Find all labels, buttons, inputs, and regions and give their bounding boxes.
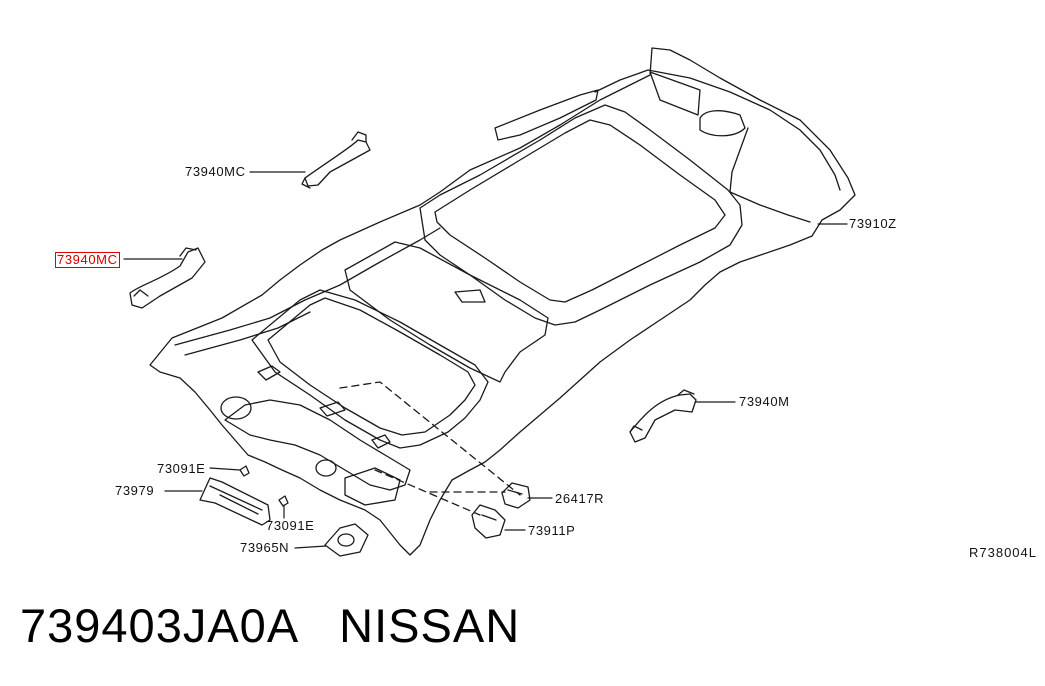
callout-26417r[interactable]: 26417R	[555, 491, 605, 506]
callout-73940mc-top[interactable]: 73940MC	[185, 164, 246, 179]
rear-pocket	[649, 71, 701, 116]
rear-clip-pocket	[699, 110, 746, 137]
side-rail-right	[494, 89, 599, 141]
diagram-reference-code: R738004L	[969, 545, 1037, 560]
sunroof-front-glass	[267, 297, 476, 436]
sunroof-rear-glass	[434, 119, 726, 303]
headlining-diagram	[123, 47, 856, 557]
callout-73979[interactable]: 73979	[115, 483, 155, 498]
dashed-leaders	[339, 381, 521, 516]
front-mid-slot	[319, 401, 346, 417]
assist-grip-top	[301, 131, 371, 189]
front-small-tab	[371, 434, 391, 449]
sunroof-rear-frame	[419, 104, 743, 326]
rear-wire-channel	[729, 127, 811, 223]
front-console-outline	[224, 399, 411, 491]
sunroof-front-frame	[251, 289, 489, 449]
headliner-outline	[149, 47, 856, 556]
side-rail-left-inner	[184, 311, 311, 356]
switch-bracket	[199, 477, 271, 526]
callout-73091e-b[interactable]: 73091E	[266, 518, 315, 533]
callout-73940m[interactable]: 73940M	[739, 394, 790, 409]
callout-73910z[interactable]: 73910Z	[849, 216, 897, 231]
headliner-rear-rim	[594, 69, 841, 191]
callout-73940mc-selected[interactable]: 73940MC	[55, 252, 120, 268]
clip-b	[278, 495, 289, 507]
lamp-lens	[501, 482, 531, 509]
side-rail-left	[174, 227, 441, 346]
callout-leaders	[123, 171, 848, 549]
callout-73911p[interactable]: 73911P	[528, 523, 576, 538]
front-vent	[220, 396, 252, 420]
part-caption: 739403JA0A NISSAN	[20, 598, 520, 653]
callout-73965n[interactable]: 73965N	[240, 540, 290, 555]
assist-grip-right	[629, 389, 697, 443]
sunroof-middle-panel	[344, 241, 549, 383]
part-number: 739403JA0A	[20, 599, 300, 652]
map-lamp	[324, 523, 369, 557]
callout-73091e-a[interactable]: 73091E	[157, 461, 206, 476]
assist-grip-selected	[129, 247, 206, 309]
front-lamp-recess	[344, 467, 401, 506]
sunroof-mid-tab	[454, 289, 486, 303]
front-light-hole	[315, 459, 337, 477]
holder-clip	[471, 504, 506, 539]
brand-name: NISSAN	[339, 599, 521, 652]
clip-a	[239, 465, 250, 477]
front-clip-slot	[257, 365, 281, 381]
